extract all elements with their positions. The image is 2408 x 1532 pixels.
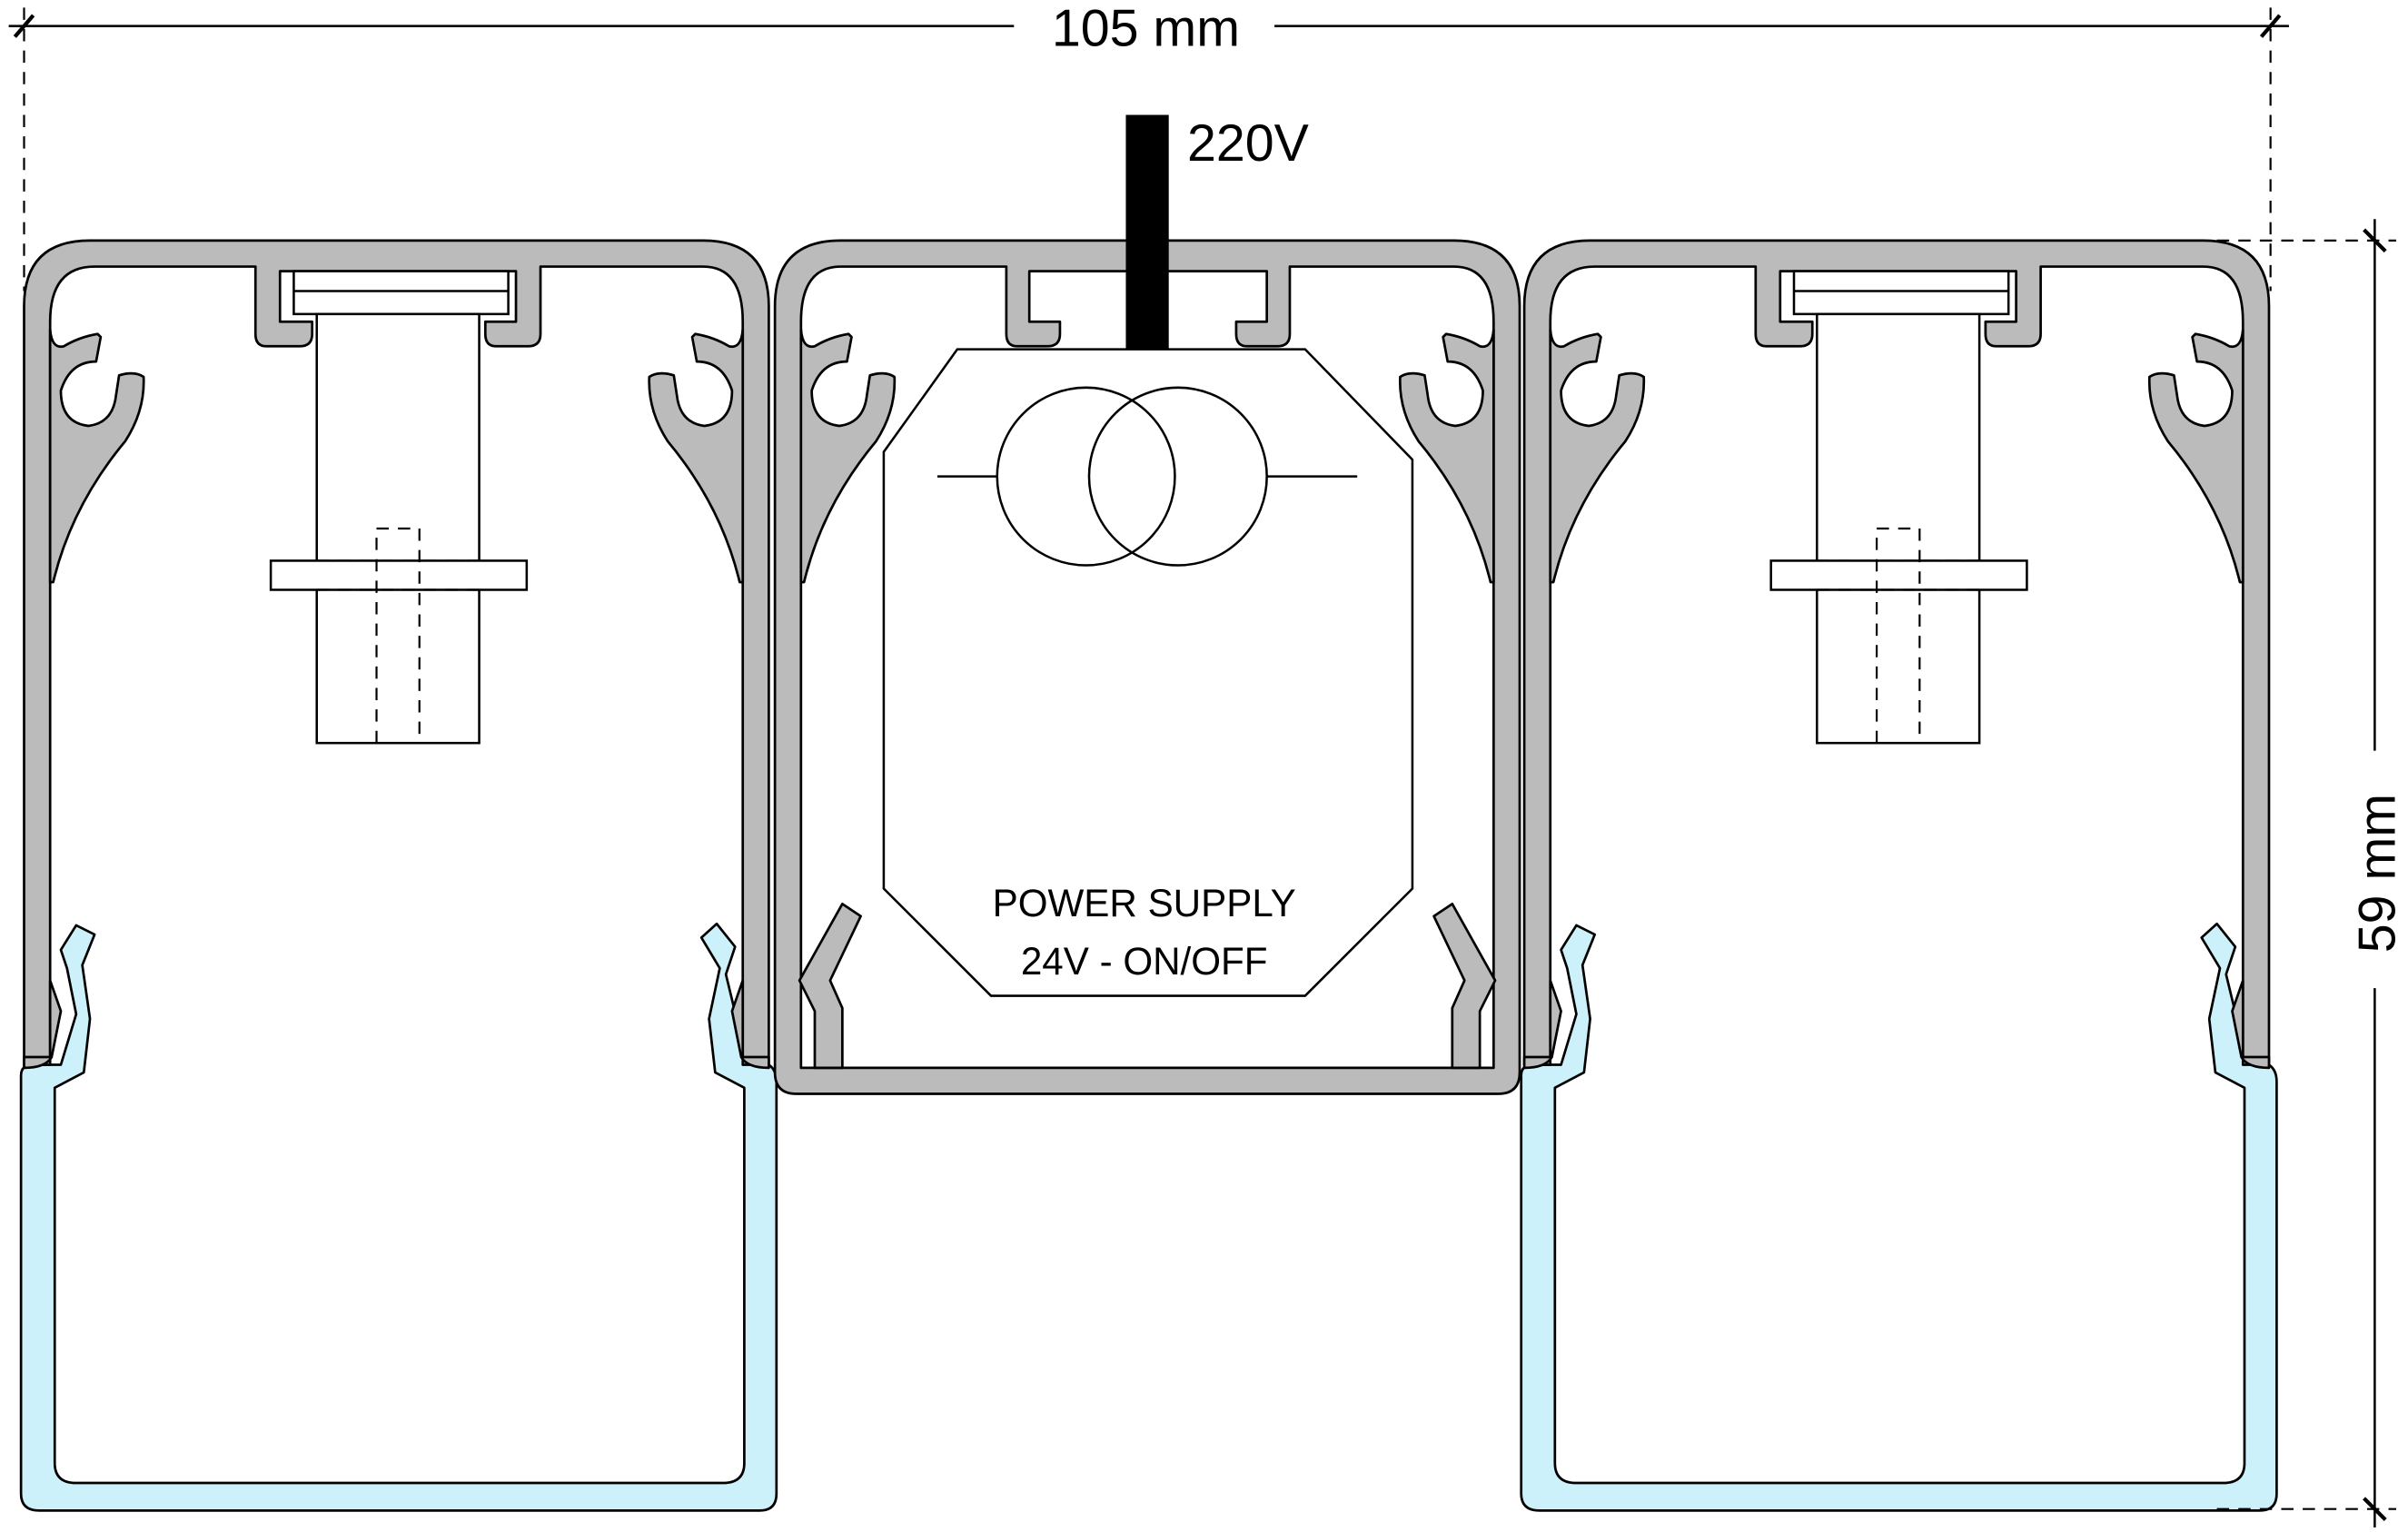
height-label: 59 mm: [2348, 794, 2406, 953]
middle-channel: [773, 239, 1521, 1095]
power-supply-label: POWER SUPPLY: [993, 882, 1296, 924]
width-dimension: 105 mm: [8, 0, 2289, 292]
height-dimension: 59 mm: [2216, 219, 2406, 1527]
right-channel: [1520, 239, 2278, 1512]
left-channel: [19, 239, 778, 1512]
power-supply-rating: 24V - ON/OFF: [1021, 940, 1268, 983]
power-cable-label: 220V: [1187, 114, 1309, 173]
width-label: 105 mm: [1052, 0, 1240, 58]
power-supply: POWER SUPPLY 24V - ON/OFF: [882, 348, 1414, 997]
power-cable: [1125, 114, 1169, 350]
